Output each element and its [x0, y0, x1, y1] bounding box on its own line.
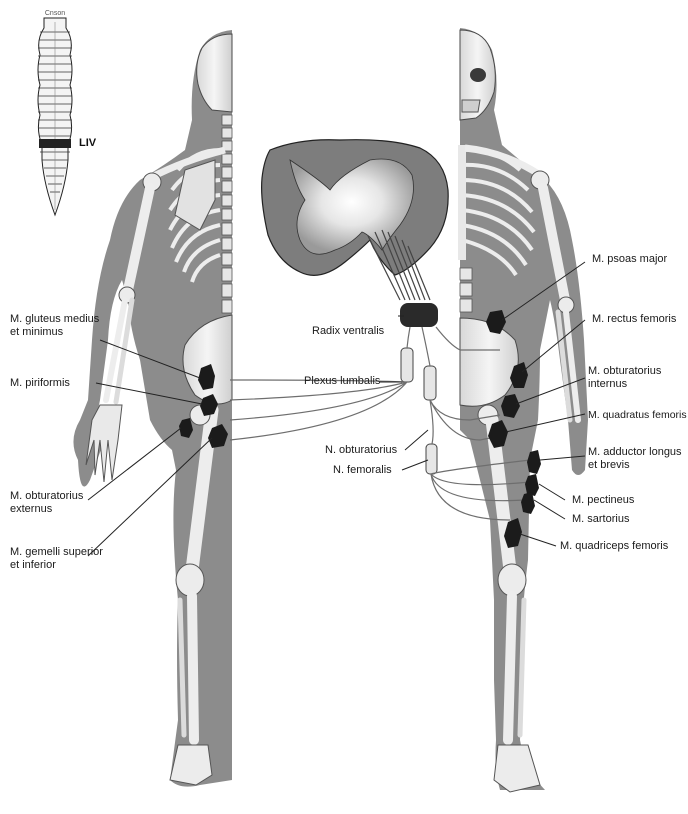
highlighted-segment [39, 139, 71, 148]
label-sartorius: M. sartorius [572, 513, 629, 526]
label-piriformis: M. piriformis [10, 377, 70, 390]
label-gluteus-medius: M. gluteus medius et minimus [10, 313, 99, 339]
label-n-femoralis: N. femoralis [333, 464, 392, 477]
anterior-body [460, 28, 588, 792]
label-pectineus: M. pectineus [572, 494, 634, 507]
label-radix-ventralis: Radix ventralis [312, 325, 384, 338]
label-rectus-femoris: M. rectus femoris [592, 313, 676, 326]
label-obturatorius-internus: M. obturatorius internus [588, 365, 661, 391]
label-gemelli: M. gemelli superior et inferior [10, 546, 103, 572]
segment-level-label: LIV [79, 137, 96, 149]
label-psoas-major: M. psoas major [592, 253, 667, 266]
segment-top-label: Cnson [30, 10, 80, 17]
spinal-segment-diagram [38, 18, 72, 215]
radix-ventralis-marker [400, 303, 438, 327]
label-quadriceps: M. quadriceps femoris [560, 540, 668, 553]
label-quadratus-femoris: M. quadratus femoris [588, 409, 687, 422]
label-obturatorius-externus: M. obturatorius externus [10, 490, 83, 516]
label-plexus-lumbalis: Plexus lumbalis [304, 375, 380, 388]
label-adductor: M. adductor longus et brevis [588, 446, 682, 472]
spinal-cord-cross-section [262, 140, 449, 300]
label-n-obturatorius: N. obturatorius [325, 444, 397, 457]
